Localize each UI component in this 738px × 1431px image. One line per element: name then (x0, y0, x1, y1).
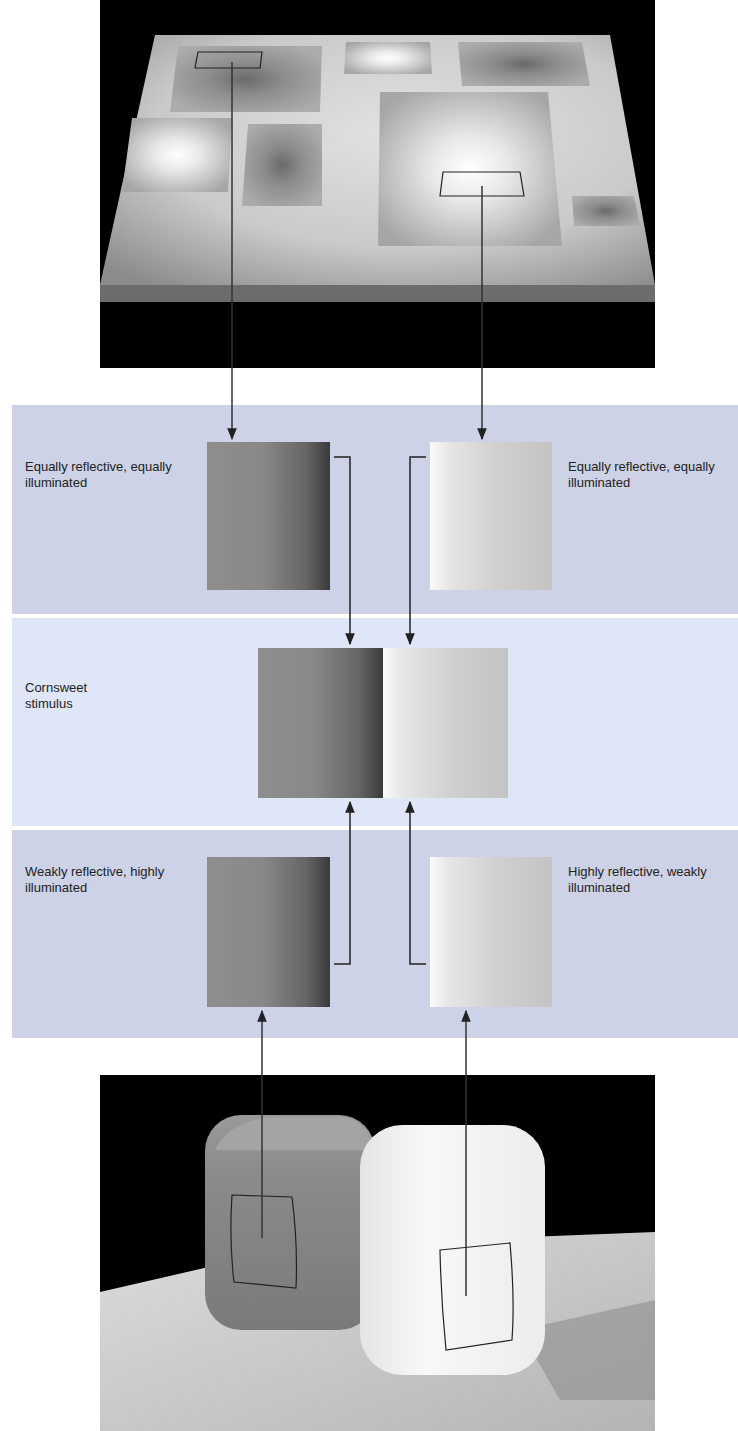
floor (100, 35, 655, 285)
cornsweet-light (383, 648, 508, 798)
pointer-arrow (465, 1011, 467, 1296)
pointer-arrow (481, 186, 483, 439)
sample-outline (440, 1243, 513, 1350)
panel-label: Highly reflective, weakly illuminated (568, 864, 718, 896)
sample-outline (195, 52, 262, 68)
panel-label: Equally reflective, equally illuminated (25, 459, 175, 491)
floor-patch (344, 42, 432, 74)
floor-patch (572, 196, 640, 226)
gradient-patch (207, 442, 330, 590)
pointer-arrow (231, 62, 233, 439)
panel-label: Equally reflective, equally illuminated (568, 459, 718, 491)
panel-band: Weakly reflective, highly illuminated Hig… (12, 830, 738, 1038)
floor-patch (242, 124, 322, 206)
bracket-arrow (334, 457, 350, 644)
bracket-arrow (334, 802, 350, 964)
sample-outline (231, 1195, 297, 1288)
cornsweet-dark (258, 648, 383, 798)
floor-patch (122, 118, 232, 192)
gradient-patch (207, 857, 330, 1007)
floor-patch (170, 46, 322, 112)
bracket-arrow (410, 457, 426, 644)
white-cube (360, 1125, 545, 1375)
panel-label: Weakly reflective, highly illuminated (25, 864, 175, 896)
scene-background (100, 0, 655, 368)
panel-band: Equally reflective, equally illuminated E… (12, 405, 738, 614)
gradient-patch (430, 857, 552, 1007)
panel-label: Cornsweet stimulus (25, 680, 125, 712)
floor-patch (378, 92, 562, 246)
floor-edge (100, 285, 655, 302)
dark-cube (205, 1115, 375, 1330)
floor-patch (458, 42, 590, 86)
cube-top (215, 1117, 372, 1150)
pointer-arrow (261, 1011, 263, 1238)
scene-background (100, 1075, 655, 1431)
bracket-arrow (410, 802, 426, 964)
gradient-patch (430, 442, 552, 590)
